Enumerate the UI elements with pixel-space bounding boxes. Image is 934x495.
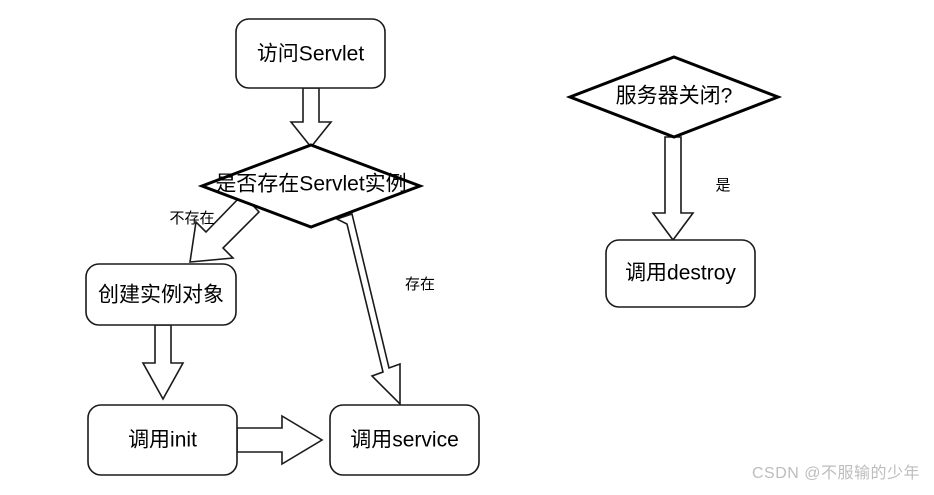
edge-access-to-decision bbox=[289, 87, 333, 149]
node-server-shutdown-decision-label: 服务器关闭? bbox=[616, 85, 733, 108]
node-call-init-label: 调用init bbox=[128, 429, 197, 452]
node-create-instance-shape bbox=[85, 263, 237, 326]
edge-decision-to-call-service: 存在 bbox=[334, 212, 435, 406]
node-instance-exists-decision-shape bbox=[197, 143, 425, 229]
node-access-servlet-shape bbox=[235, 18, 386, 89]
node-call-service-label: 调用service bbox=[350, 429, 459, 452]
edge-create-instance-to-init bbox=[141, 324, 185, 401]
node-call-destroy[interactable]: 调用destroy bbox=[605, 239, 756, 308]
edge-init-to-service bbox=[236, 414, 324, 466]
edge-label-not-exists: 不存在 bbox=[169, 210, 214, 227]
edge-label-exists: 存在 bbox=[405, 276, 435, 293]
node-access-servlet[interactable]: 访问Servlet bbox=[235, 18, 386, 89]
node-call-service[interactable]: 调用service bbox=[329, 404, 480, 476]
node-instance-exists-decision-label: 是否存在Servlet实例 bbox=[215, 173, 406, 196]
block-arrow-down-1 bbox=[289, 87, 333, 149]
edge-decision-to-create-instance: 不存在 bbox=[169, 193, 261, 263]
edge-label-yes: 是 bbox=[715, 177, 730, 194]
node-server-shutdown-decision[interactable]: 服务器关闭? bbox=[565, 55, 783, 139]
node-call-destroy-label: 调用destroy bbox=[625, 262, 736, 285]
node-access-servlet-label: 访问Servlet bbox=[257, 43, 365, 66]
block-arrow-down-3 bbox=[651, 136, 695, 242]
node-call-destroy-shape bbox=[605, 239, 756, 308]
node-instance-exists-decision[interactable]: 是否存在Servlet实例 bbox=[197, 143, 425, 229]
block-arrow-down-2 bbox=[141, 324, 185, 401]
node-server-shutdown-decision-shape bbox=[565, 55, 783, 139]
block-arrow-diagonal-left bbox=[189, 193, 261, 263]
node-call-service-shape bbox=[329, 404, 480, 476]
node-call-init-shape bbox=[87, 404, 238, 476]
block-arrow-diagonal-right bbox=[334, 212, 401, 406]
block-arrow-right-1 bbox=[236, 414, 324, 466]
csdn-watermark: CSDN @不服输的少年 bbox=[751, 465, 920, 482]
node-create-instance[interactable]: 创建实例对象 bbox=[85, 263, 237, 326]
edge-shutdown-to-destroy: 是 bbox=[651, 136, 731, 242]
node-create-instance-label: 创建实例对象 bbox=[98, 284, 224, 307]
node-call-init[interactable]: 调用init bbox=[87, 404, 238, 476]
